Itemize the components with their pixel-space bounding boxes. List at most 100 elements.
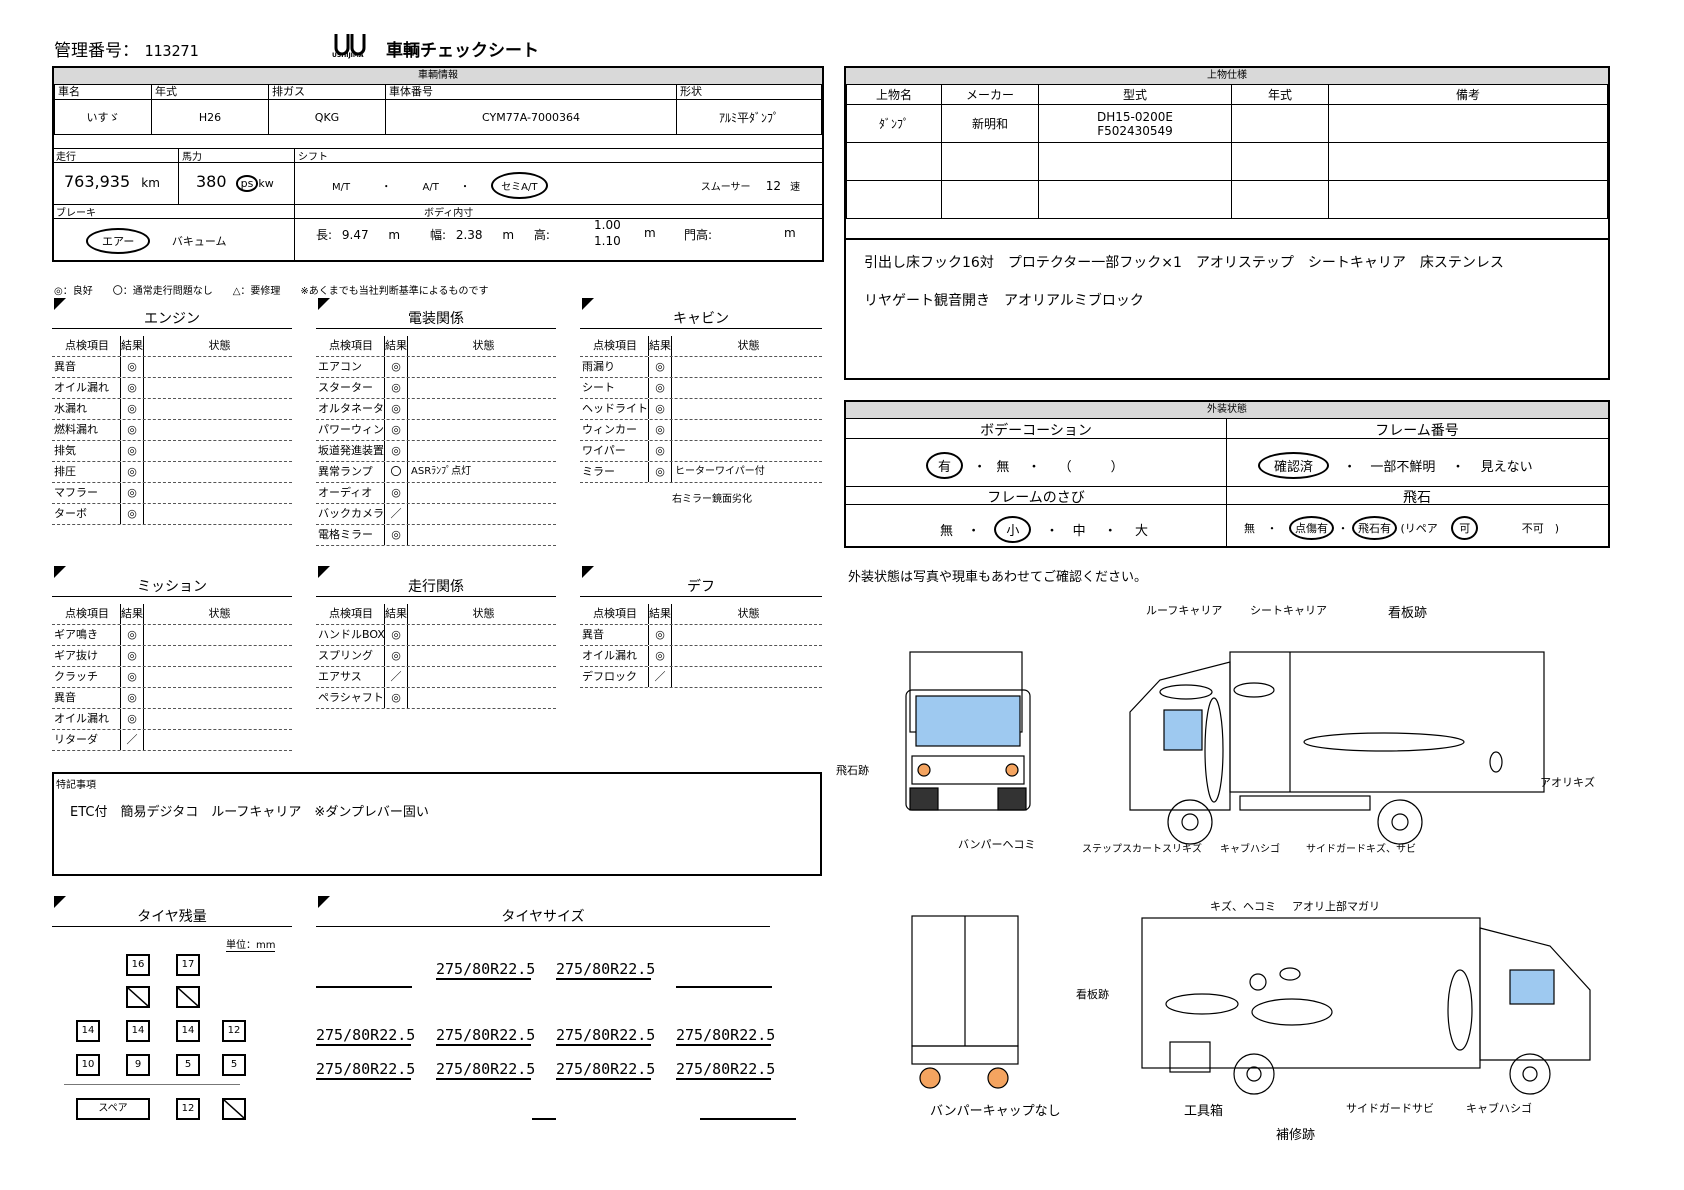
check-result: ／ bbox=[384, 504, 408, 524]
check-result: ◎ bbox=[384, 357, 408, 377]
stone-crack: 飛石有 bbox=[1352, 516, 1397, 540]
check-header-item: 点検項目 bbox=[65, 607, 109, 620]
check-result: ／ bbox=[120, 730, 144, 750]
check-item: クラッチ bbox=[54, 670, 98, 683]
shift-mt: M/T bbox=[332, 182, 351, 193]
check-row: リターダ／ bbox=[52, 730, 292, 751]
tire-size-r1-3: 275/80R22.5 bbox=[556, 960, 656, 980]
label-sheet-carrier: シートキャリア bbox=[1250, 604, 1327, 617]
check-status bbox=[144, 357, 292, 377]
check-result: ◎ bbox=[120, 483, 144, 503]
check-result: ◎ bbox=[120, 357, 144, 377]
check-row: 坂道発進装置◎ bbox=[316, 441, 556, 462]
rust-mid: 中 bbox=[1072, 524, 1086, 539]
rating-legend: ◎：良好 〇：通常走行問題なし △：要修理 ※あくまでも当社判断基準によるもので… bbox=[54, 286, 489, 297]
tire-r3-2: 14 bbox=[126, 1020, 150, 1042]
body-inner-label: ボディ内寸 bbox=[424, 208, 474, 219]
check-result: ◎ bbox=[384, 483, 408, 503]
check-item: 異常ランプ bbox=[318, 465, 373, 478]
check-row: 異音◎ bbox=[52, 688, 292, 709]
check-row: 異音◎ bbox=[580, 625, 822, 646]
check-item: ハンドルBOX bbox=[318, 628, 384, 641]
check-result: ◎ bbox=[648, 399, 672, 419]
tire-r3-3: 14 bbox=[176, 1020, 200, 1042]
frame-no-options: 確認済 ・ 一部不鮮明 ・ 見えない bbox=[1258, 452, 1533, 479]
check-status bbox=[144, 462, 292, 482]
length-unit: m bbox=[388, 228, 401, 242]
check-result: ◎ bbox=[384, 525, 408, 545]
check-row: ターボ◎ bbox=[52, 504, 292, 525]
vehicle-info-panel: 車輌情報 車名 年式 排ガス 車体番号 形状 いすゞ H26 QKG CYM77… bbox=[52, 66, 824, 262]
stone-options: 無 ・ 点傷有 ・ 飛石有 (リペア 可 不可 ) bbox=[1244, 516, 1559, 540]
check-item: オイル漏れ bbox=[582, 649, 637, 662]
hp-unit-ps: ps bbox=[235, 175, 259, 192]
hp-unit-kw: kw bbox=[258, 177, 274, 190]
tire-r4-3: 5 bbox=[176, 1054, 200, 1076]
cabin-note: 右ミラー鏡面劣化 bbox=[672, 494, 752, 505]
label-side-guard: サイドガードキズ、サビ bbox=[1306, 844, 1416, 855]
check-status bbox=[408, 483, 556, 503]
shift-label: シフト bbox=[298, 152, 328, 163]
label-bumper-dent: バンパーヘコミ bbox=[958, 838, 1036, 851]
check-result: ◎ bbox=[384, 378, 408, 398]
mgmt-label: 管理番号： bbox=[54, 41, 139, 61]
check-status bbox=[144, 625, 292, 645]
check-header-status: 状態 bbox=[737, 339, 760, 352]
height-value-1: 1.00 bbox=[594, 218, 621, 232]
check-item: オイル漏れ bbox=[54, 381, 109, 394]
check-item: ミラー bbox=[582, 465, 615, 478]
check-item: 異音 bbox=[582, 628, 604, 641]
spare-value: 12 bbox=[176, 1098, 200, 1120]
check-status bbox=[672, 625, 822, 645]
hp-number: 380 bbox=[196, 172, 227, 191]
emission-label: 排ガス bbox=[268, 84, 386, 100]
check-header-result: 結果 bbox=[384, 336, 408, 356]
rust-options: 無 ・ 小 ・ 中 ・ 大 bbox=[940, 516, 1148, 543]
check-header-status: 状態 bbox=[472, 339, 495, 352]
spec-model-2: F502430549 bbox=[1097, 123, 1173, 138]
label-step-skirt: ステップスカートスリキズ bbox=[1082, 844, 1202, 855]
mileage-label: 走行 bbox=[56, 152, 76, 163]
frame-ok: 確認済 bbox=[1258, 452, 1330, 479]
check-item: ワイパー bbox=[582, 444, 626, 457]
check-result: ◎ bbox=[120, 688, 144, 708]
check-item: オルタネーター bbox=[318, 402, 384, 415]
stone-none: 無 bbox=[1244, 522, 1255, 535]
spec-notes-1: 引出し床フック16対 プロテクター一部フック×1 アオリステップ シートキャリア… bbox=[864, 255, 1504, 271]
check-item: スプリング bbox=[318, 649, 373, 662]
spec-h-model: 型式 bbox=[1038, 84, 1232, 105]
body-spec-header: 上物仕様 bbox=[846, 68, 1608, 85]
shift-semi: セミA/T bbox=[491, 172, 548, 199]
tire-size-r2-4: 275/80R22.5 bbox=[676, 1026, 776, 1046]
width-label: 幅: bbox=[429, 228, 446, 242]
truck-diagrams bbox=[905, 651, 1591, 1095]
check-result: ◎ bbox=[120, 399, 144, 419]
truck-front-view bbox=[905, 651, 1031, 811]
brake-vacuum: バキューム bbox=[171, 235, 227, 248]
check-row: マフラー◎ bbox=[52, 483, 292, 504]
check-row: ヘッドライト◎ bbox=[580, 399, 822, 420]
check-header-item: 点検項目 bbox=[329, 339, 373, 352]
check-row: ペラシャフト◎ bbox=[316, 688, 556, 709]
check-row: ハンドルBOX◎ bbox=[316, 625, 556, 646]
section-marker bbox=[318, 298, 330, 310]
check-item: デフロック bbox=[582, 670, 637, 683]
check-header-result: 結果 bbox=[648, 604, 672, 624]
check-row: ウィンカー◎ bbox=[580, 420, 822, 441]
check-item: ギア鳴き bbox=[54, 628, 98, 641]
check-row: エアサス／ bbox=[316, 667, 556, 688]
check-item: ウィンカー bbox=[582, 423, 637, 436]
stone-title: 飛石 bbox=[1403, 490, 1431, 506]
tire-remain-unit: 単位：mm bbox=[226, 936, 276, 952]
engine-title: エンジン bbox=[52, 308, 292, 329]
label-repair-mark: 補修跡 bbox=[1276, 1128, 1316, 1143]
spec-note bbox=[1328, 104, 1608, 143]
section-marker bbox=[582, 566, 594, 578]
check-result: ◎ bbox=[120, 709, 144, 729]
check-status bbox=[408, 399, 556, 419]
truck-side-view-right bbox=[1141, 917, 1591, 1095]
check-result: ／ bbox=[384, 667, 408, 687]
page-title: 車輌チェックシート bbox=[386, 41, 539, 61]
check-item: 雨漏り bbox=[582, 360, 615, 373]
